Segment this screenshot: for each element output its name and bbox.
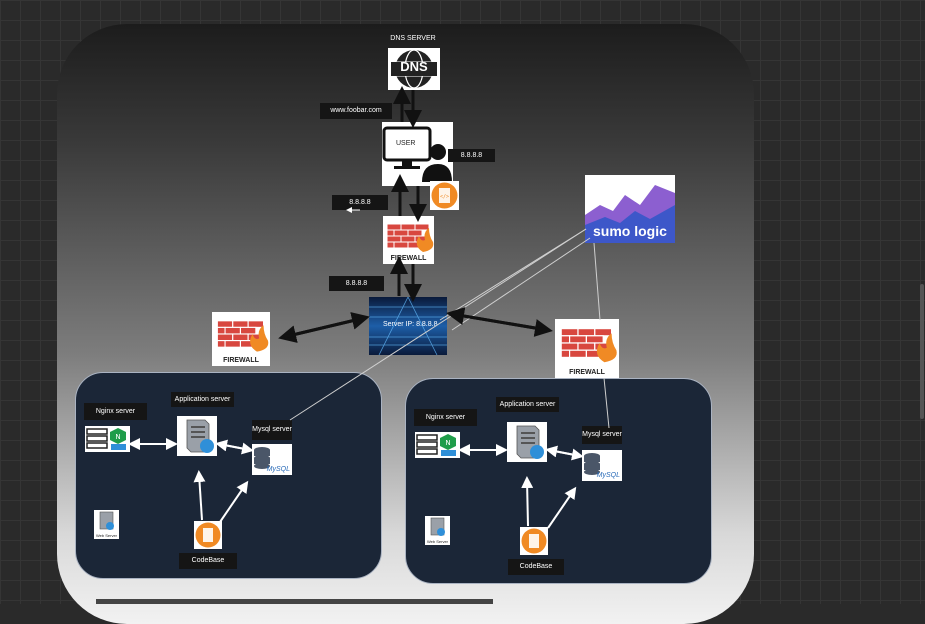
connectors-layer bbox=[128, 86, 610, 529]
code-file-icon[interactable]: </> bbox=[430, 181, 459, 210]
svg-text:N: N bbox=[115, 433, 120, 441]
svg-text:</>: </> bbox=[440, 194, 449, 200]
dns-server-label: DNS SERVER bbox=[390, 35, 436, 42]
left-app-label: Application server bbox=[171, 392, 234, 407]
domain-label: www.foobar.com bbox=[320, 103, 392, 119]
ip-label-server-left: 8.8.8.8 bbox=[329, 276, 384, 291]
right-codebase-icon[interactable] bbox=[520, 527, 548, 555]
svg-text:N: N bbox=[445, 439, 450, 447]
user-label: USER bbox=[396, 140, 416, 147]
vertical-scrollbar[interactable] bbox=[920, 284, 924, 419]
left-mysql-label: Mysql server bbox=[252, 420, 292, 440]
sumo-logic-text: sumo logic bbox=[593, 223, 667, 239]
left-mysql-app-arrow bbox=[215, 439, 251, 452]
right-codebase-mysql-arrow bbox=[547, 486, 577, 529]
firewall-right-label: FIREWALL bbox=[569, 369, 605, 376]
left-web-server-caption: Web Server bbox=[95, 533, 118, 538]
right-server-cluster[interactable] bbox=[405, 378, 712, 584]
right-codebase-app-arrow bbox=[521, 476, 534, 527]
right-app-label: Application server bbox=[496, 397, 559, 412]
firewall-right-icon[interactable]: FIREWALL bbox=[555, 319, 619, 378]
right-mysql-app-arrow bbox=[545, 445, 581, 458]
right-app-server-icon[interactable] bbox=[507, 422, 547, 462]
right-mysql-logo-text: MySQL bbox=[596, 472, 620, 479]
firewall-top-icon[interactable]: FIREWALL bbox=[383, 216, 434, 264]
ip-label-user-right: 8.8.8.8 bbox=[448, 149, 495, 162]
left-nginx-icon[interactable]: N bbox=[85, 426, 130, 452]
right-nginx-label: Nginx server bbox=[414, 409, 477, 426]
left-codebase-mysql-arrow bbox=[219, 480, 249, 523]
left-codebase-label: CodeBase bbox=[179, 553, 237, 569]
sumo-log-lines bbox=[289, 228, 610, 429]
left-mysql-icon[interactable]: MySQL bbox=[252, 444, 292, 475]
horizontal-scrollbar[interactable] bbox=[96, 599, 493, 604]
right-web-server-icon[interactable]: Web Server bbox=[425, 516, 450, 545]
left-web-server-icon[interactable]: Web Server bbox=[94, 510, 119, 539]
right-firewall-server-arrow bbox=[446, 307, 548, 332]
left-nginx-label: Nginx server bbox=[84, 403, 147, 420]
left-firewall-server-arrow bbox=[283, 312, 370, 339]
left-mysql-logo-text: MySQL bbox=[266, 466, 290, 473]
firewall-left-label: FIREWALL bbox=[223, 357, 259, 364]
main-server-icon[interactable]: Server IP: 8.8.8.8 bbox=[369, 296, 447, 356]
dns-globe-icon[interactable]: DNS bbox=[388, 48, 440, 90]
right-nginx-icon[interactable]: N bbox=[415, 432, 460, 458]
firewall-left-icon[interactable]: FIREWALL bbox=[212, 312, 270, 366]
left-app-server-icon[interactable] bbox=[177, 416, 217, 456]
right-mysql-icon[interactable]: MySQL bbox=[582, 450, 622, 481]
firewall-top-label: FIREWALL bbox=[390, 255, 427, 262]
sumo-logic-icon[interactable]: sumo logic bbox=[585, 175, 675, 243]
right-web-server-caption: Web Server bbox=[426, 539, 449, 544]
left-codebase-icon[interactable] bbox=[194, 521, 222, 549]
left-codebase-app-arrow bbox=[193, 470, 206, 521]
right-codebase-label: CodeBase bbox=[508, 559, 564, 575]
server-ip-label: Server IP: 8.8.8.8 bbox=[383, 321, 438, 328]
dns-icon-text: DNS bbox=[400, 59, 428, 74]
ip-label-user-left: 8.8.8.8 bbox=[332, 195, 388, 210]
right-mysql-label: Mysql server bbox=[582, 426, 622, 444]
